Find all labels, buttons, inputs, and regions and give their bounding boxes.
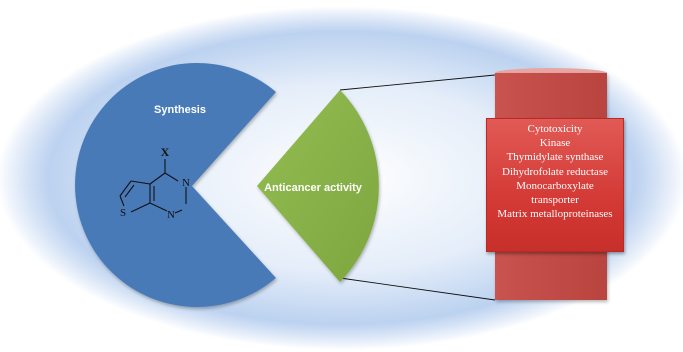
atom-n-bottom: N xyxy=(167,209,175,221)
bond xyxy=(130,202,151,213)
target-dihydrofolate-reductase: Dihydrofolate reductase xyxy=(502,165,608,178)
bond xyxy=(119,195,125,207)
anticancer-label: Anticancer activity xyxy=(264,182,363,194)
connector-line-top xyxy=(339,74,496,91)
substituent-x-label: X xyxy=(161,145,170,159)
target-thymidylate-synthase: Thymidylate synthase xyxy=(506,151,604,164)
bond xyxy=(149,172,166,185)
anticancer-shape xyxy=(257,90,379,282)
target-kinase: Kinase xyxy=(539,137,571,150)
bond xyxy=(130,180,151,185)
bond xyxy=(164,172,179,182)
synthesis-shape xyxy=(75,62,277,307)
target-transporter: transporter xyxy=(531,194,579,207)
bond xyxy=(174,209,183,214)
thienopyrimidine-structure xyxy=(119,159,187,214)
bond xyxy=(119,180,132,197)
double-bond xyxy=(124,184,135,198)
connector-line-bottom xyxy=(339,277,496,301)
bond xyxy=(149,202,168,212)
target-monocarboxylate: Monocarboxylate xyxy=(516,179,594,192)
synthesis-label: Synthesis xyxy=(154,104,206,116)
targets-box: Cytotoxicity Kinase Thymidylate synthase… xyxy=(486,118,624,252)
atom-n-top: N xyxy=(182,177,190,189)
target-cytotoxicity: Cytotoxicity xyxy=(527,123,583,135)
target-matrix-metalloproteinases: Matrix metalloproteinases xyxy=(497,208,613,221)
atom-s: S xyxy=(120,207,126,219)
